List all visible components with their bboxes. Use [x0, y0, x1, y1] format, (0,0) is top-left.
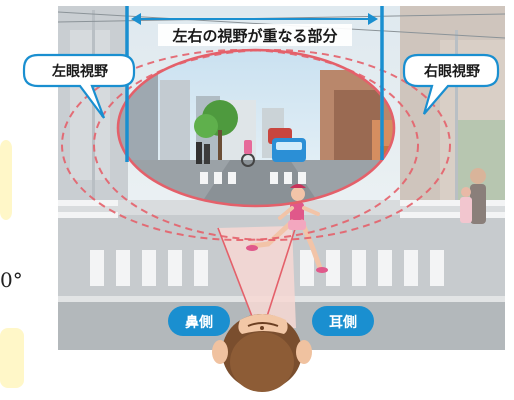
right-eye-callout [402, 53, 500, 115]
degree-fragment: 0° [0, 268, 23, 292]
visual-cone [218, 226, 296, 332]
yellow-panel-top [0, 140, 12, 220]
viewer-head [212, 314, 312, 392]
left-eye-field-outline [61, 49, 419, 241]
overlap-outline [116, 48, 396, 208]
ear-side-label: 耳側 [329, 315, 357, 331]
overlap-label-box [158, 24, 352, 46]
nose-side-badge [168, 306, 230, 336]
ear-side-badge [312, 306, 374, 336]
left-eye-callout [22, 53, 136, 119]
yellow-panel-bottom [0, 328, 24, 388]
right-eye-field-outline [93, 49, 451, 241]
runner-figure [246, 184, 328, 273]
right-eye-label: 右眼視野 [424, 64, 480, 80]
left-eye-label: 左眼視野 [52, 64, 108, 80]
nose-side-label: 鼻側 [185, 315, 213, 331]
overlap-label: 左右の視野が重なる部分 [172, 27, 338, 45]
